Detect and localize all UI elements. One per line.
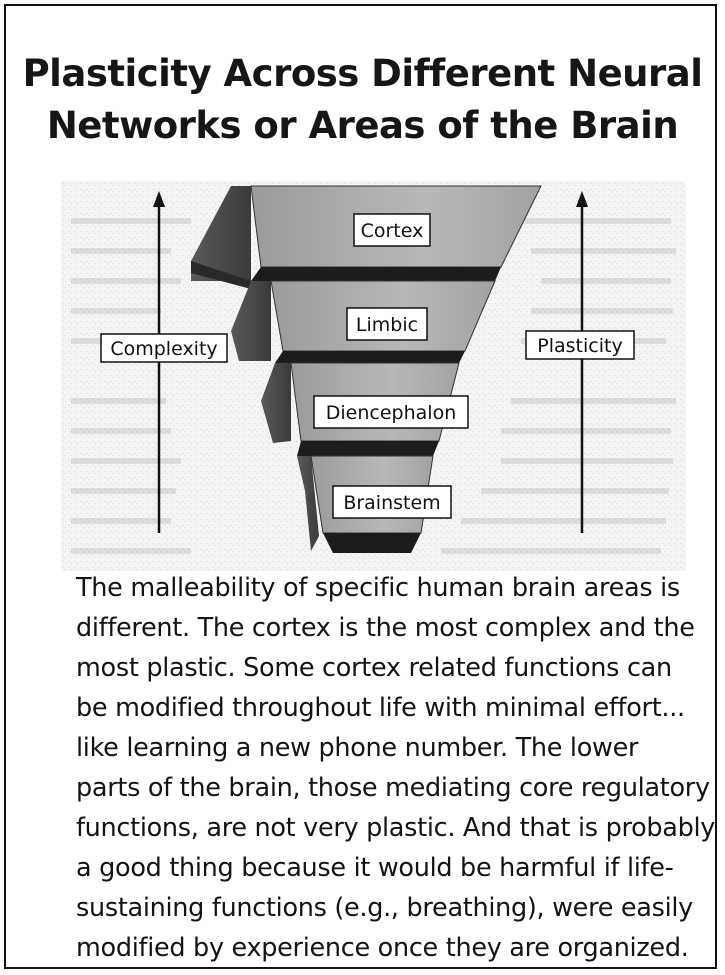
caption-line: be modified throughout life with minimal…: [76, 688, 725, 728]
caption-paragraph: The malleability of specific human brain…: [76, 568, 725, 968]
caption-line: The malleability of specific human brain…: [76, 568, 725, 608]
caption-line: different. The cortex is the most comple…: [76, 608, 725, 648]
limbic-label: Limbic: [356, 314, 418, 336]
caption-line: like learning a new phone number. The lo…: [76, 728, 725, 768]
complexity-label: Complexity: [110, 338, 217, 360]
caption-line: sustaining functions (e.g., breathing), …: [76, 888, 725, 928]
title-line-1: Plasticity Across Different Neural: [6, 48, 719, 100]
page-title: Plasticity Across Different Neural Netwo…: [6, 48, 719, 152]
brainstem-label: Brainstem: [343, 492, 440, 514]
page-frame: Plasticity Across Different Neural Netwo…: [4, 4, 717, 969]
caption-line: a good thing because it would be harmful…: [76, 848, 725, 888]
caption-line: parts of the brain, those mediating core…: [76, 768, 725, 808]
caption-line: most plastic. Some cortex related functi…: [76, 648, 725, 688]
cortex-label: Cortex: [361, 220, 424, 242]
title-line-2: Networks or Areas of the Brain: [6, 100, 719, 152]
diencephalon-label: Diencephalon: [326, 402, 456, 424]
brain-plasticity-diagram: Complexity Plasticity: [61, 181, 686, 571]
plasticity-label: Plasticity: [537, 335, 622, 357]
caption-line: functions, are not very plastic. And tha…: [76, 808, 725, 848]
caption-line: modified by experience once they are org…: [76, 928, 725, 968]
